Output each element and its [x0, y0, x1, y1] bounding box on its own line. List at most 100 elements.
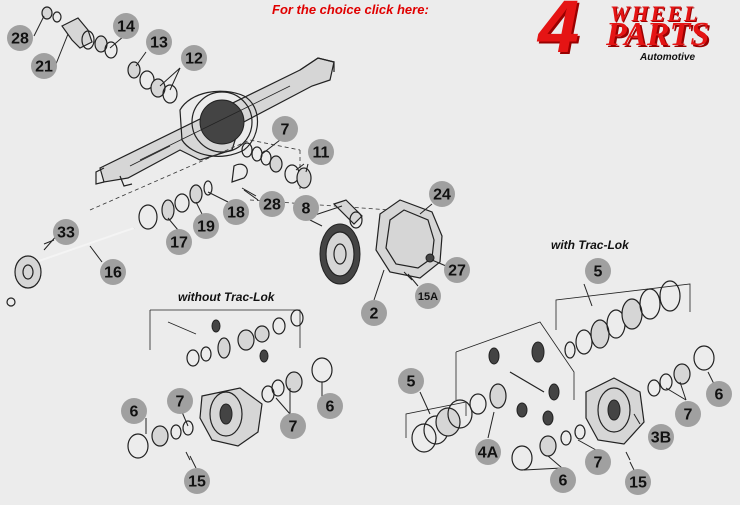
callout-c7a: 7 — [272, 116, 298, 142]
callout-c7f: 7 — [585, 449, 611, 475]
callout-circle — [113, 13, 139, 39]
callout-c5a: 5 — [585, 258, 611, 284]
choice-link[interactable]: For the choice click here: — [272, 2, 429, 17]
callout-number: 11 — [313, 145, 330, 162]
callout-circle — [361, 300, 387, 326]
callout-c14: 14 — [113, 13, 139, 39]
guide-line — [89, 139, 301, 211]
callout-c16: 16 — [100, 259, 126, 285]
brand-logo[interactable]: 4 WHEEL PARTS Automotive — [532, 0, 740, 72]
callout-circle — [193, 213, 219, 239]
callout-number: 8 — [302, 201, 311, 218]
callout-c2: 2 — [361, 300, 387, 326]
axle-housing — [95, 57, 335, 187]
callout-number: 15 — [629, 475, 647, 492]
callout-number: 24 — [433, 187, 451, 204]
callout-number: 28 — [263, 197, 281, 214]
callout-number: 27 — [448, 263, 466, 280]
callout-number: 4A — [478, 445, 499, 462]
callout-c21: 21 — [31, 53, 57, 79]
callout-circle — [259, 191, 285, 217]
callout-c11: 11 — [308, 139, 334, 165]
pinion-bearing-group — [231, 142, 312, 201]
callout-c6b: 6 — [317, 393, 343, 419]
callout-number: 15 — [188, 474, 206, 491]
callout-number: 7 — [172, 423, 173, 425]
callout-circle — [31, 53, 57, 79]
callout-number: 6 — [326, 399, 335, 416]
callout-c7b: 7 — [167, 388, 193, 414]
leader-lines — [33, 15, 717, 475]
differential-cover — [375, 199, 443, 281]
callout-circle — [317, 393, 343, 419]
callout-circle — [184, 468, 210, 494]
callout-circle — [280, 413, 306, 439]
callout-circle — [550, 467, 576, 493]
callout-circle — [121, 398, 147, 424]
callout-c13: 13 — [146, 29, 172, 55]
callout-c7c: 7 — [280, 413, 306, 439]
callout-number: 5 — [594, 264, 603, 281]
callout-circle — [648, 424, 674, 450]
callout-number: 21 — [35, 59, 53, 76]
callout-circle — [585, 449, 611, 475]
logo-word-wheel: WHEEL — [610, 1, 700, 26]
logo-digit: 4 — [538, 0, 580, 68]
callout-circle — [181, 45, 207, 71]
callout-circle — [100, 259, 126, 285]
callout-number: 28 — [11, 31, 29, 48]
callout-number: 6 — [715, 387, 724, 404]
callout-number: 3B — [651, 430, 671, 447]
callout-number: 17 — [170, 235, 188, 252]
callout-number: 6 — [559, 473, 568, 490]
callout-c27: 27 — [444, 257, 470, 283]
callout-number: 7 — [176, 394, 185, 411]
callout-c7e: 7 — [675, 401, 701, 427]
callout-c15c: 15 — [625, 469, 651, 495]
callout-circle — [272, 116, 298, 142]
callout-number: 5 — [407, 374, 416, 391]
callout-circle — [625, 469, 651, 495]
callout-number: 18 — [227, 205, 245, 222]
callout-circle — [7, 25, 33, 51]
callout-c6d: 6 — [550, 467, 576, 493]
callout-number: 33 — [57, 225, 75, 242]
callout-circle — [585, 258, 611, 284]
callout-circle — [166, 229, 192, 255]
callout-c19: 19 — [193, 213, 219, 239]
callout-c15b: 15 — [184, 468, 210, 494]
callout-c12: 12 — [181, 45, 207, 71]
caption-with-traclok: with Trac-Lok — [551, 238, 629, 252]
callout-c28b: 28 — [259, 191, 285, 217]
callout-circle — [293, 195, 319, 221]
callout-c33: 33 — [53, 219, 79, 245]
callout-number: 7 — [594, 455, 603, 472]
pinion-yoke-group — [41, 6, 178, 104]
callout-circle — [53, 219, 79, 245]
callout-circle — [167, 388, 193, 414]
callout-number: 12 — [185, 51, 203, 68]
callout-circle — [444, 257, 470, 283]
callout-c6a: 6 — [121, 398, 147, 424]
callout-c18: 18 — [223, 199, 249, 225]
callout-c7d: 7 — [172, 423, 173, 425]
callout-circle — [398, 368, 424, 394]
callout-number: 6 — [130, 404, 139, 421]
callout-c5b: 5 — [398, 368, 424, 394]
callout-number: 16 — [104, 265, 122, 282]
callout-number: 7 — [281, 122, 290, 139]
callout-c15a: 15A — [415, 283, 441, 309]
callout-number: 2 — [370, 306, 379, 323]
logo-tagline: Automotive — [640, 52, 695, 63]
callout-number: 7 — [684, 407, 693, 424]
callout-badges: 28 21 14 13 12 7 11 24 8 28 18 19 17 33 16 27 15A 2 5 5 7 6 7 6… — [7, 13, 732, 495]
axle-shaft — [6, 227, 135, 307]
caption-without-traclok: without Trac-Lok — [178, 290, 275, 304]
callout-c28a: 28 — [7, 25, 33, 51]
callout-circle — [706, 381, 732, 407]
ring-and-pinion — [319, 199, 363, 285]
callout-number: 7 — [289, 419, 298, 436]
traclok-differential-kit — [405, 280, 715, 471]
callout-circle — [308, 139, 334, 165]
